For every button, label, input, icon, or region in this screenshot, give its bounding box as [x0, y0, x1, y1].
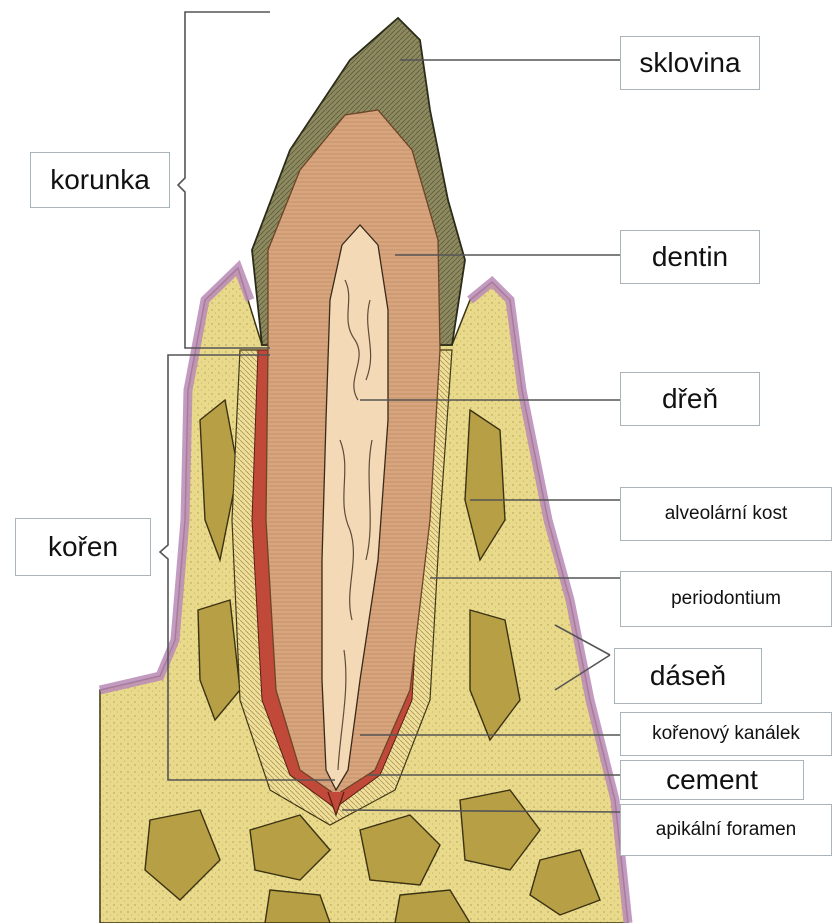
label-korenovy-kanalek: kořenový kanálek — [620, 712, 832, 756]
label-cement: cement — [620, 760, 804, 800]
label-dren: dřeň — [620, 372, 760, 426]
label-koren: kořen — [15, 518, 151, 576]
label-apikalni-foramen: apikální foramen — [620, 804, 832, 856]
label-sklovina: sklovina — [620, 36, 760, 90]
label-dasen: dáseň — [614, 648, 762, 704]
label-korunka: korunka — [30, 152, 170, 208]
label-dentin: dentin — [620, 230, 760, 284]
label-alveolarni-kost: alveolární kost — [620, 487, 832, 541]
label-periodontium: periodontium — [620, 571, 832, 627]
